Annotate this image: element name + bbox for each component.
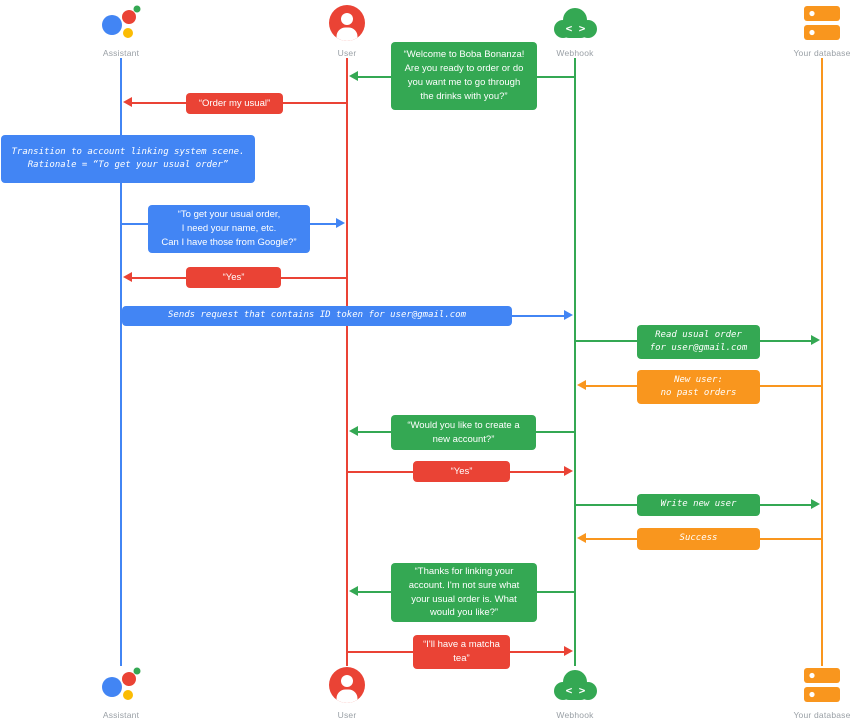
user-label: User [337,710,357,720]
webhook-icon: < > [550,664,600,706]
arrowhead [577,380,586,390]
svg-text:< >: < > [566,22,586,35]
actor-webhook-bottom: < > Webhook [515,664,635,720]
note-account-linking-transition: Transition to account linking system sce… [1,135,255,183]
database-label: Your database [793,710,851,720]
arrowhead [564,310,573,320]
message-matcha: “I'll have a matcha tea” [413,635,510,669]
message-read-order: Read usual order for user@gmail.com [637,325,760,359]
user-icon [329,2,365,44]
webhook-icon: < > [550,2,600,44]
arrowhead [349,426,358,436]
webhook-lifeline [574,58,576,666]
arrowhead [564,646,573,656]
message-need-name: “To get your usual order, I need your na… [148,205,310,253]
arrowhead [564,466,573,476]
arrowhead [811,499,820,509]
message-thanks: “Thanks for linking your account. I'm no… [391,563,537,622]
database-icon [802,2,842,44]
message-yes-1: “Yes” [186,267,281,288]
user-icon [329,664,365,706]
message-create-account: “Would you like to create a new account?… [391,415,536,450]
actor-assistant-top: Assistant [61,2,181,58]
message-send-request: Sends request that contains ID token for… [122,306,512,326]
actor-webhook-top: < > Webhook [515,2,635,58]
actor-user-bottom: User [287,664,407,720]
assistant-label: Assistant [102,710,140,720]
assistant-icon [101,2,141,44]
assistant-icon [101,664,141,706]
arrowhead [577,533,586,543]
arrowhead [811,335,820,345]
message-yes-2: “Yes” [413,461,510,482]
arrowhead [123,97,132,107]
message-order-usual: “Order my usual” [186,93,283,114]
actor-database-bottom: Your database [762,664,863,720]
message-new-user: New user: no past orders [637,370,760,404]
svg-text:< >: < > [566,684,586,697]
message-write-user: Write new user [637,494,760,516]
arrowhead [336,218,345,228]
actor-assistant-bottom: Assistant [61,664,181,720]
database-icon [802,664,842,706]
database-label: Your database [793,48,851,58]
actor-user-top: User [287,2,407,58]
user-lifeline [346,58,348,666]
user-label: User [337,48,357,58]
assistant-lifeline [120,58,122,666]
message-welcome: “Welcome to Boba Bonanza! Are you ready … [391,42,537,110]
actor-database-top: Your database [762,2,863,58]
assistant-label: Assistant [102,48,140,58]
arrowhead [349,71,358,81]
database-lifeline [821,58,823,666]
webhook-label: Webhook [556,48,594,58]
arrowhead [349,586,358,596]
message-success: Success [637,528,760,550]
arrowhead [123,272,132,282]
webhook-label: Webhook [556,710,594,720]
